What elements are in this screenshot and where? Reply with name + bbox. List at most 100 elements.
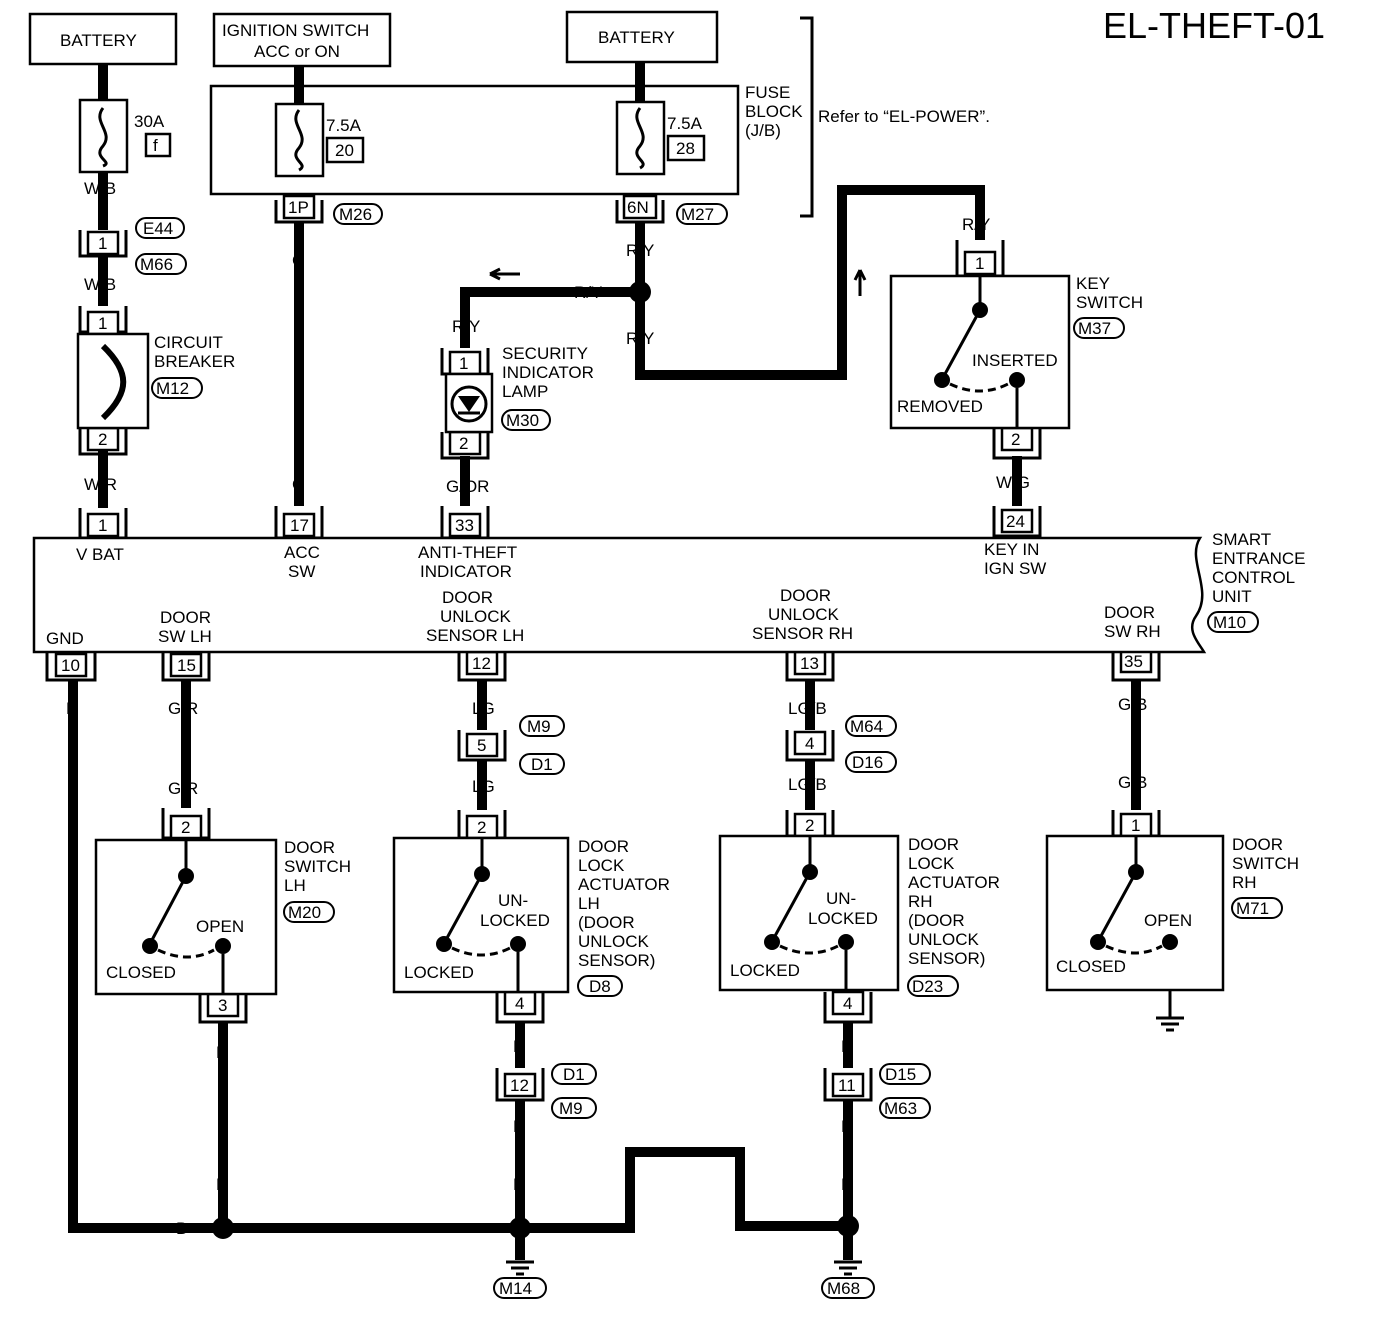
pin-unlockrh-label-1: DOOR — [780, 586, 831, 605]
fuse-28-element — [635, 107, 645, 170]
splice-ry — [629, 281, 651, 303]
svg-text:4: 4 — [515, 994, 524, 1013]
control-unit-label-1: SMART — [1212, 530, 1271, 549]
door-lh-closed-label: CLOSED — [106, 963, 176, 982]
door-lh-open-label: OPEN — [196, 917, 244, 936]
pin-acc-label-1: ACC — [284, 543, 320, 562]
security-lamp-label-1: SECURITY — [502, 344, 588, 363]
security-lamp-label-3: LAMP — [502, 382, 548, 401]
actuator-lh-unlocked-1: UN- — [498, 891, 528, 910]
svg-text:M20: M20 — [288, 903, 321, 922]
svg-text:B: B — [176, 1219, 187, 1238]
svg-text:E44: E44 — [143, 219, 173, 238]
control-unit-label-2: ENTRANCE — [1212, 549, 1306, 568]
actuator-lh-label-5: (DOOR — [578, 913, 635, 932]
fuse-20-body — [274, 102, 325, 178]
svg-text:1: 1 — [459, 354, 468, 373]
actuator-lh-label-2: LOCK — [578, 856, 625, 875]
actuator-lh-locked: LOCKED — [404, 963, 474, 982]
svg-text:LG/B: LG/B — [788, 699, 827, 718]
svg-text:D1: D1 — [531, 755, 553, 774]
svg-text:M12: M12 — [156, 379, 189, 398]
pin-gnd-label: GND — [46, 629, 84, 648]
svg-text:D15: D15 — [885, 1065, 916, 1084]
svg-text:W/B: W/B — [84, 179, 116, 198]
pin-doorswrh-label-1: DOOR — [1104, 603, 1155, 622]
pin-acc-label-2: SW — [288, 562, 315, 581]
splice-ground-m68 — [837, 1215, 859, 1237]
svg-text:W/R: W/R — [84, 475, 117, 494]
security-lamp-label-2: INDICATOR — [502, 363, 594, 382]
svg-text:G/B: G/B — [1118, 773, 1147, 792]
svg-text:12: 12 — [510, 1076, 529, 1095]
key-switch-label-1: KEY — [1076, 274, 1110, 293]
splice-ground-m14 — [509, 1217, 531, 1239]
fuse-20-element — [294, 109, 304, 172]
svg-text:M10: M10 — [1213, 613, 1246, 632]
battery-left-box — [28, 12, 178, 66]
svg-text:24: 24 — [1006, 512, 1025, 531]
svg-text:LG: LG — [472, 777, 495, 796]
svg-text:M66: M66 — [140, 255, 173, 274]
svg-text:G/OR: G/OR — [446, 477, 489, 496]
svg-text:2: 2 — [805, 816, 814, 835]
svg-text:15: 15 — [177, 656, 196, 675]
svg-text:35: 35 — [1124, 652, 1143, 671]
connector-tags: M26 M27 E44 M66 M12 M30 M37 M10 M9 D1 M6… — [135, 203, 1283, 1299]
svg-text:2: 2 — [181, 818, 190, 837]
actuator-lh-label-3: ACTUATOR — [578, 875, 670, 894]
actuator-lh-label-7: SENSOR) — [578, 951, 655, 970]
svg-text:M68: M68 — [827, 1279, 860, 1298]
fuse-block-label-3: (J/B) — [745, 121, 781, 140]
key-inserted-label: INSERTED — [972, 351, 1058, 370]
fuse-block-label-1: FUSE — [745, 83, 790, 102]
pin-unlocklh-label-2: UNLOCK — [440, 607, 512, 626]
svg-text:6N: 6N — [627, 198, 649, 217]
control-unit-label-4: UNIT — [1212, 587, 1252, 606]
pin-unlocklh-label-3: SENSOR LH — [426, 626, 524, 645]
door-switch-lh-label-1: DOOR — [284, 838, 335, 857]
svg-text:B: B — [841, 1037, 852, 1056]
pin-doorswrh-label-2: SW RH — [1104, 622, 1161, 641]
pin-unlocklh-label-1: DOOR — [442, 588, 493, 607]
svg-text:1: 1 — [98, 314, 107, 333]
svg-text:B: B — [513, 1175, 524, 1194]
svg-text:M30: M30 — [506, 411, 539, 430]
control-unit-body — [32, 536, 1207, 654]
ignition-switch-box — [212, 12, 392, 68]
svg-text:17: 17 — [290, 516, 309, 535]
svg-text:M64: M64 — [850, 717, 883, 736]
svg-text:33: 33 — [455, 516, 474, 535]
svg-text:1: 1 — [98, 234, 107, 253]
circuit-breaker-body — [76, 332, 150, 430]
svg-text:G/B: G/B — [1118, 695, 1147, 714]
fuse-block-bracket — [800, 16, 814, 218]
circuit-breaker-element — [100, 343, 127, 421]
svg-text:M14: M14 — [499, 1279, 532, 1298]
svg-text:10: 10 — [61, 656, 80, 675]
fuse-block-label-2: BLOCK — [745, 102, 803, 121]
fuse-20-rating: 7.5A — [326, 116, 362, 135]
svg-text:R/Y: R/Y — [574, 283, 602, 302]
svg-text:4: 4 — [805, 734, 814, 753]
svg-text:B: B — [513, 1037, 524, 1056]
fuse-28-rating: 7.5A — [667, 114, 703, 133]
actuator-rh-label-6: UNLOCK — [908, 930, 980, 949]
svg-text:G/R: G/R — [168, 779, 198, 798]
svg-text:G: G — [292, 251, 305, 270]
door-switch-rh-label-3: RH — [1232, 873, 1257, 892]
pin-unlockrh-label-3: SENSOR RH — [752, 624, 853, 643]
svg-text:LG: LG — [472, 699, 495, 718]
svg-text:M37: M37 — [1078, 319, 1111, 338]
svg-text:D8: D8 — [589, 977, 611, 996]
svg-text:W/G: W/G — [996, 473, 1030, 492]
door-rh-closed-label: CLOSED — [1056, 957, 1126, 976]
actuator-lh-unlocked-2: LOCKED — [480, 911, 550, 930]
diagram-title: EL-THEFT-01 — [1103, 5, 1325, 46]
key-removed-label: REMOVED — [897, 397, 983, 416]
ground-icon — [506, 1016, 1184, 1276]
fuse-30a-id-box — [144, 132, 172, 158]
pin-keyin-label-1: KEY IN — [984, 540, 1039, 559]
svg-text:B: B — [841, 1117, 852, 1136]
arrow-up-icon — [853, 269, 867, 296]
